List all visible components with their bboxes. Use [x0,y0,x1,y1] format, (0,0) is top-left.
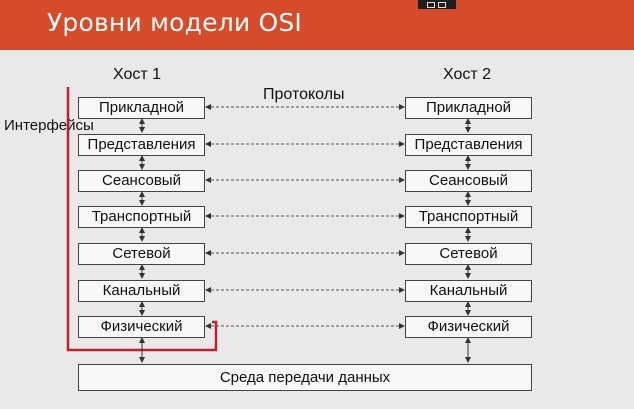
host1-layer-transport: Транспортный [78,206,205,228]
slide-title: Уровни модели OSI [47,8,302,37]
transmission-medium: Среда передачи данных [78,364,532,391]
host2-layer-datalink: Канальный [405,280,532,302]
interface-bracket [66,87,218,352]
host2-layer-presentation: Представления [405,134,532,156]
protocols-label: Протоколы [263,86,345,103]
host2-layer-transport: Транспортный [405,206,532,228]
host2-layer-physical: Физический [405,316,532,338]
interfaces-label: Интерфейсы [4,117,94,134]
host2-layer-application: Прикладной [405,97,532,119]
host1-layer-presentation: Представления [78,134,205,156]
host1-layer-network: Сетевой [78,243,205,265]
host2-layer-session: Сеансовый [405,170,532,192]
host1-layer-application: Прикладной [78,97,205,119]
host2-label: Хост 2 [443,66,492,83]
title-bar: Уровни модели OSI [0,0,634,50]
host1-label: Хост 1 [113,66,162,83]
host1-layer-physical: Физический [78,316,205,338]
window-control-icon[interactable] [418,0,456,9]
host2-layer-network: Сетевой [405,243,532,265]
host1-layer-session: Сеансовый [78,170,205,192]
host1-layer-datalink: Канальный [78,280,205,302]
